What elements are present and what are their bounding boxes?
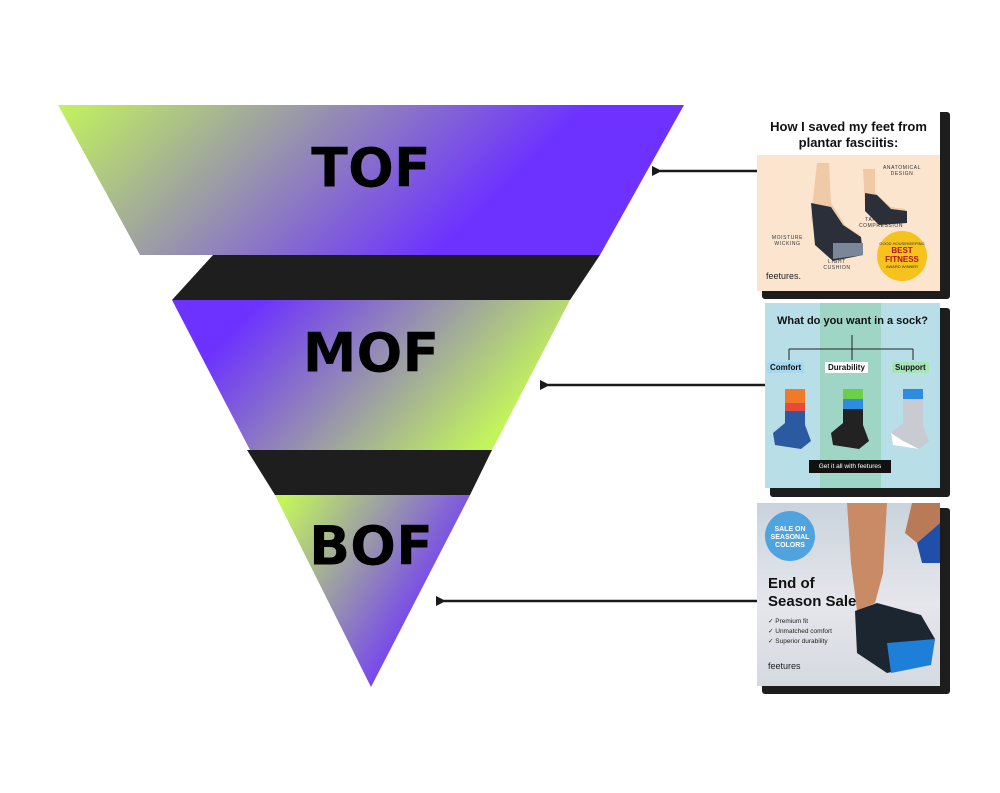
- cta-banner: Get it all with feetures: [809, 460, 891, 473]
- ad-card-mof: What do you want in a sock? Comfort Dura…: [765, 303, 940, 488]
- bullet-premium-fit: ✓ Premium fit: [768, 617, 808, 625]
- callout-cushion: LIGHT CUSHION: [817, 259, 857, 271]
- connector-mof-bof: [247, 450, 492, 495]
- sale-badge: SALE ON SEASONAL COLORS: [765, 511, 815, 561]
- brand-logo: feetures.: [766, 271, 801, 281]
- sock-support-image: [889, 389, 931, 451]
- callout-moisture: MOISTURE WICKING: [765, 235, 810, 247]
- card-bof-title-line1: End of: [768, 575, 856, 593]
- option-support: Support: [892, 362, 929, 373]
- badge-main: BEST FITNESS: [877, 246, 927, 264]
- card-tof-headline: How I saved my feet from plantar fasciit…: [757, 107, 940, 155]
- ad-card-bof: SALE ON SEASONAL COLORS End of Season Sa…: [757, 503, 940, 686]
- callout-compression: TARGETED COMPRESSION: [851, 217, 911, 229]
- ad-card-tof: How I saved my feet from plantar fasciit…: [757, 107, 940, 291]
- stage-label-tof: TOF: [311, 137, 431, 200]
- stage-label-mof: MOF: [303, 322, 440, 385]
- badge-bottom: AWARD WINNER: [877, 264, 927, 270]
- stage-label-bof: BOF: [309, 515, 433, 578]
- card-bof-title-line2: Season Sale: [768, 593, 856, 611]
- option-comfort: Comfort: [767, 362, 804, 373]
- connector-tof-mof: [172, 255, 600, 300]
- bullet-comfort: ✓ Unmatched comfort: [768, 627, 832, 635]
- callout-anatomical: ANATOMICAL DESIGN: [877, 165, 927, 177]
- card-bof-title: End of Season Sale: [768, 575, 856, 611]
- bullet-durability: ✓ Superior durability: [768, 637, 828, 645]
- brand-logo-bof: feetures: [768, 661, 801, 671]
- sock-comfort-image: [771, 389, 813, 451]
- option-durability: Durability: [825, 362, 868, 373]
- award-badge: GOOD HOUSEKEEPING BEST FITNESS AWARD WIN…: [877, 231, 927, 281]
- sock-durability-image: [829, 389, 871, 451]
